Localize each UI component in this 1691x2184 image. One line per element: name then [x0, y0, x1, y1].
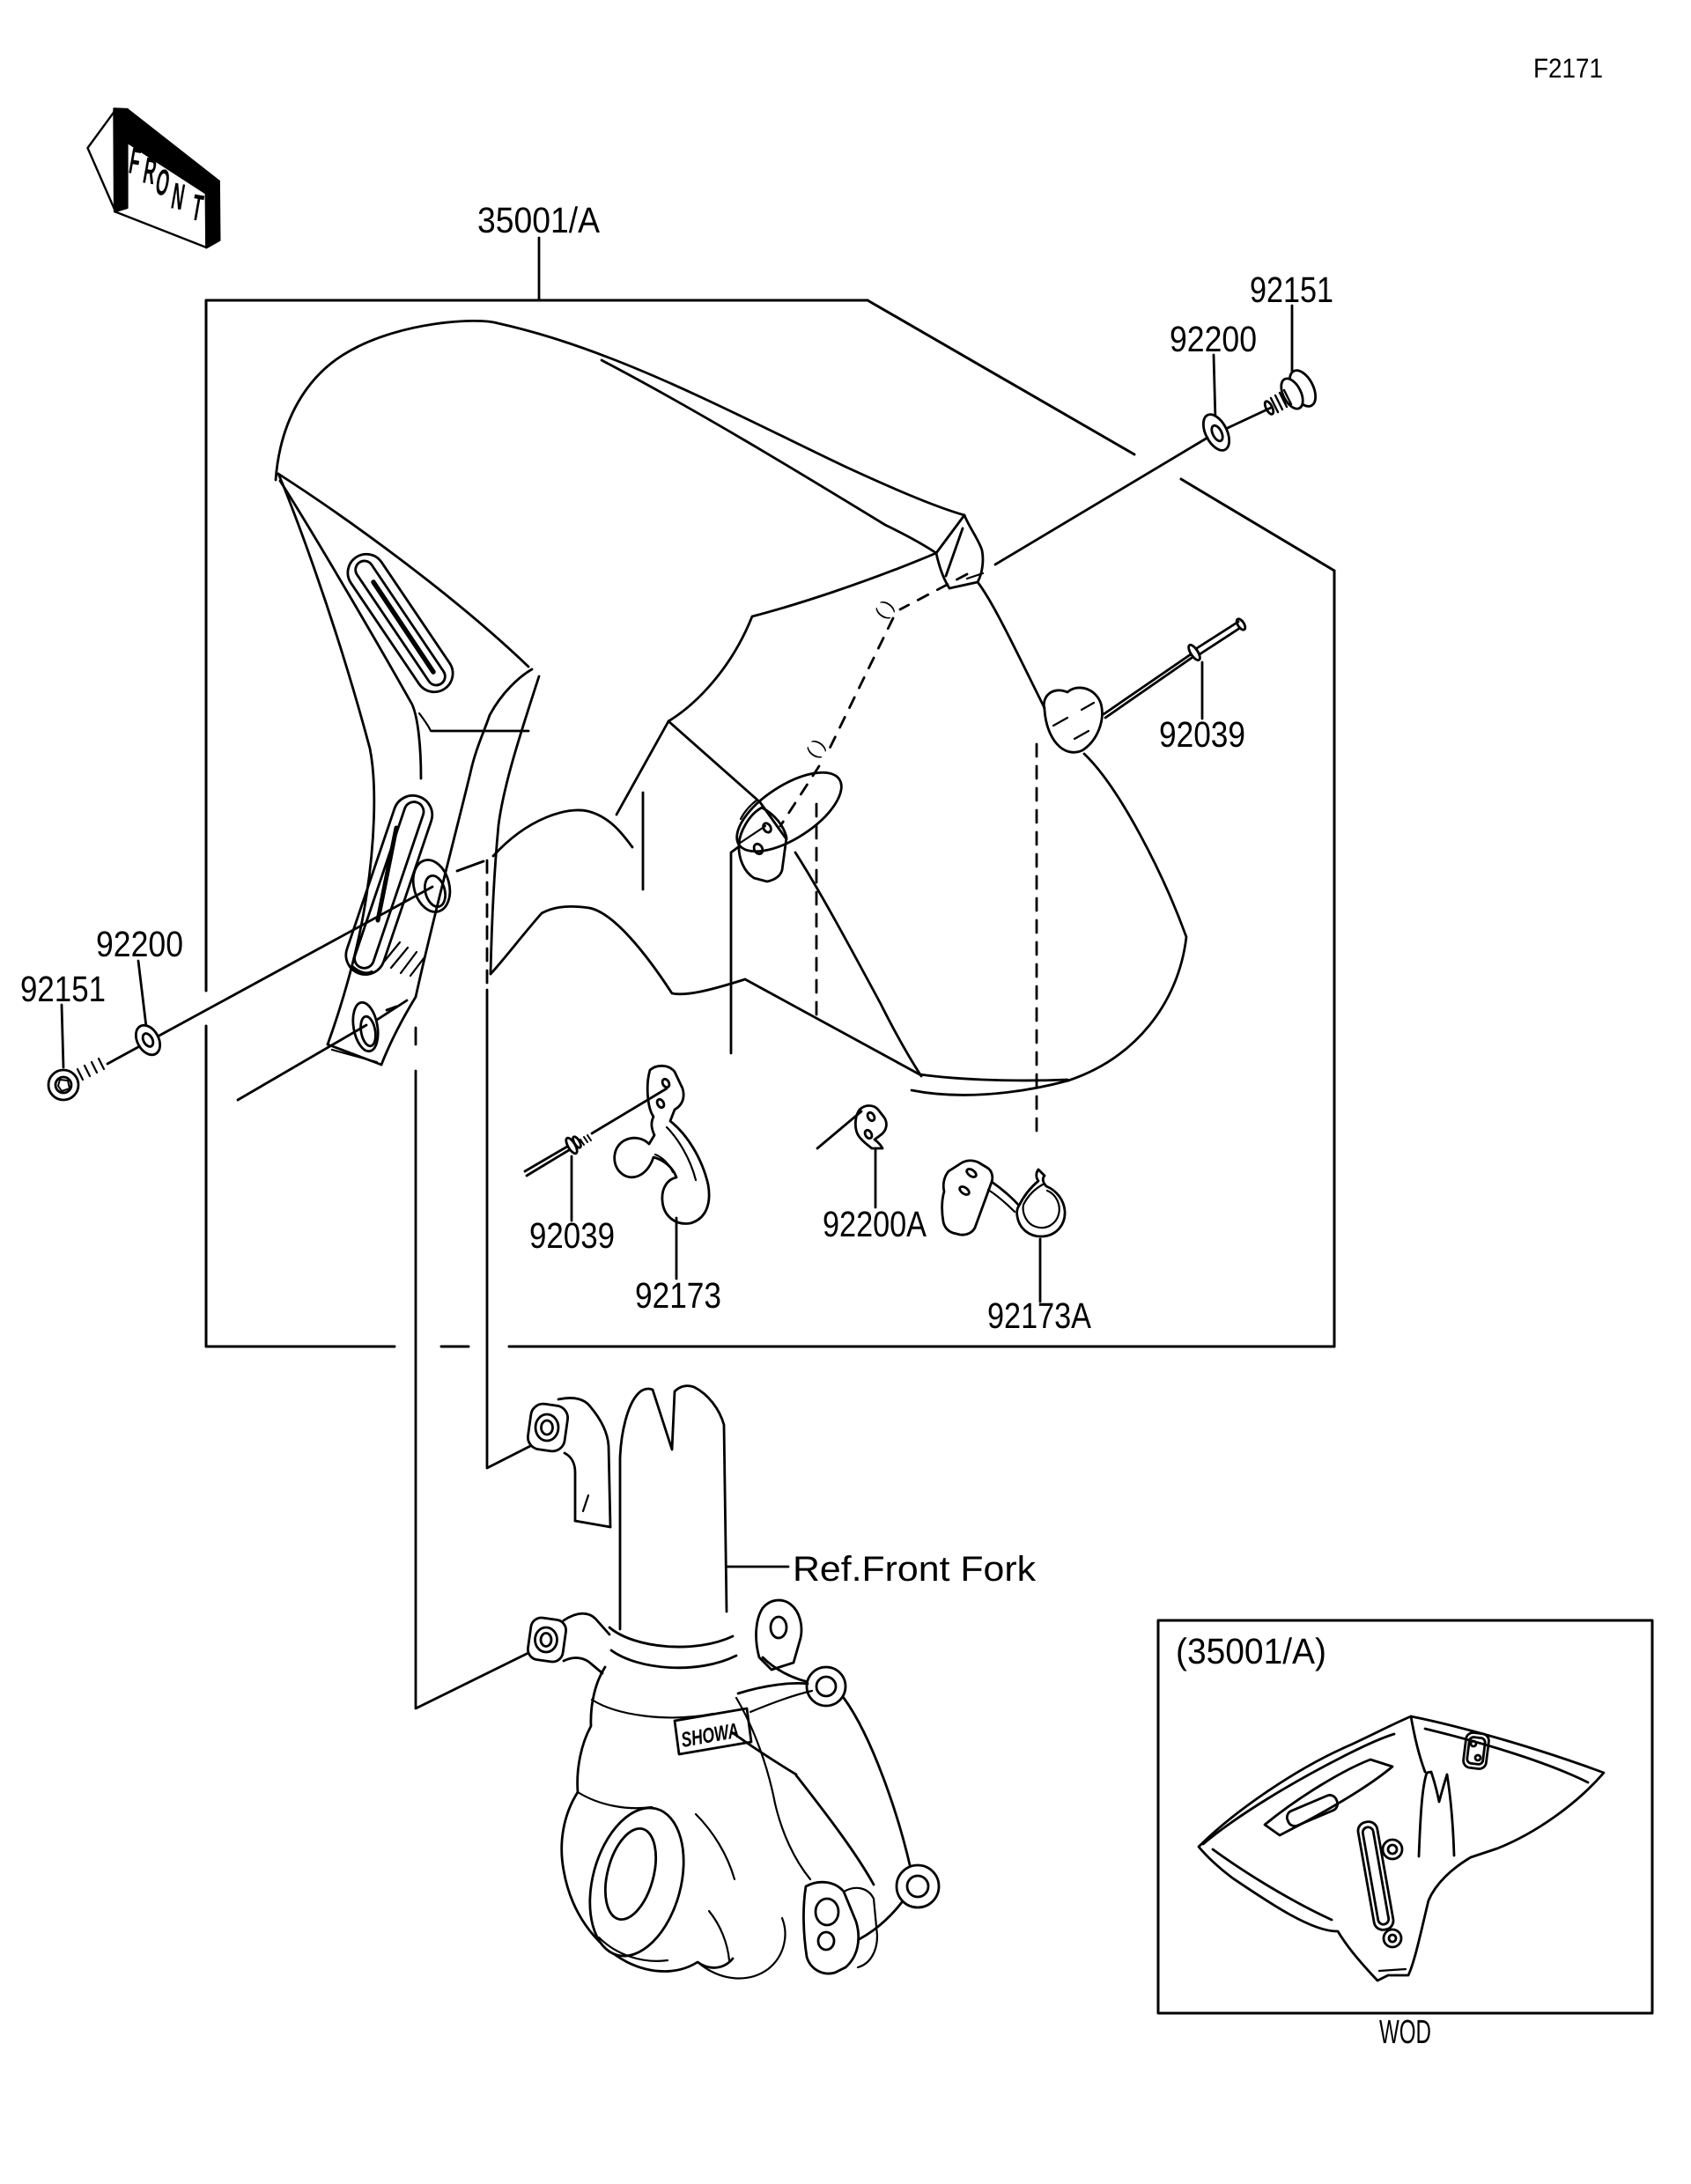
svg-text:92151: 92151: [1250, 269, 1333, 310]
svg-text:92151: 92151: [20, 969, 106, 1009]
svg-text:Ref.Front Fork: Ref.Front Fork: [793, 1550, 1037, 1589]
svg-text:92200: 92200: [96, 924, 183, 964]
svg-text:92039: 92039: [1159, 714, 1245, 755]
svg-text:92173: 92173: [635, 1275, 721, 1316]
svg-text:92200A: 92200A: [823, 1204, 927, 1244]
svg-text:F2171: F2171: [1533, 53, 1603, 84]
svg-text:92200: 92200: [1170, 319, 1257, 359]
svg-text:(35001/A): (35001/A): [1176, 1631, 1326, 1671]
svg-text:WOD: WOD: [1379, 2014, 1431, 2051]
svg-text:35001/A: 35001/A: [477, 200, 601, 240]
svg-text:92039: 92039: [529, 1215, 615, 1256]
